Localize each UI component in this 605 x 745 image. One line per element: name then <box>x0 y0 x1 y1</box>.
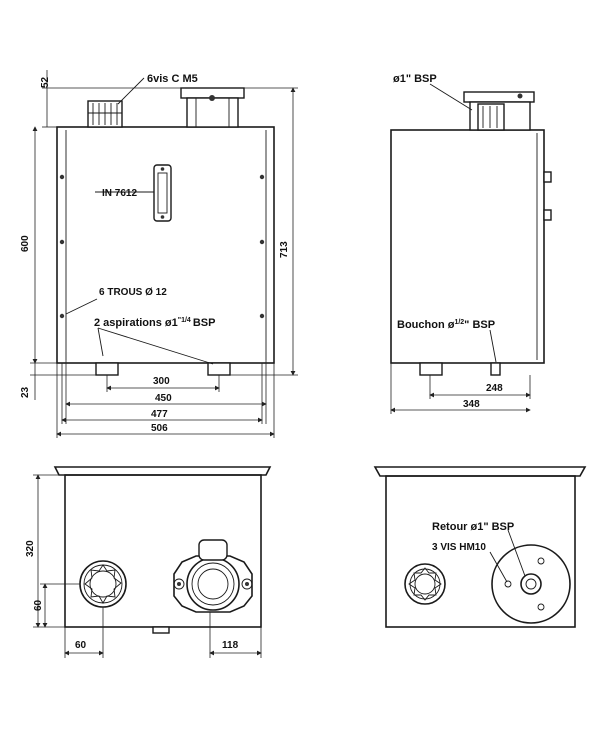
dim-320: 320 <box>25 540 36 557</box>
dim-713: 713 <box>279 241 290 258</box>
top-filler-cap <box>79 560 127 608</box>
filler-cap <box>87 100 123 128</box>
dim-118: 118 <box>222 640 239 651</box>
dim-248: 248 <box>486 383 503 394</box>
dim-600: 600 <box>20 235 31 252</box>
dim-477: 477 <box>151 409 168 420</box>
front-view <box>56 77 275 376</box>
side-view <box>390 83 552 376</box>
side-top-filler <box>404 563 446 605</box>
side-suction-outlet <box>419 362 443 376</box>
return-flange <box>180 87 245 128</box>
suction-outlet-left <box>95 362 119 376</box>
top-view <box>53 466 272 634</box>
dim-348: 348 <box>463 399 480 410</box>
side-top-fittings <box>463 91 535 131</box>
top-view-body <box>64 474 262 628</box>
mounting-holes <box>59 174 265 319</box>
side-top-body <box>385 475 576 628</box>
side-tank-body <box>390 129 545 364</box>
return-port-plate <box>491 544 571 624</box>
dim-52: 52 <box>40 76 51 88</box>
dim-450: 450 <box>155 393 172 404</box>
top-view-rim <box>53 466 272 476</box>
top-return-flange <box>173 539 253 613</box>
side-top-rim <box>373 466 587 477</box>
drain-plug <box>490 362 501 376</box>
front-dimensions <box>30 70 298 438</box>
dim-300: 300 <box>153 376 170 387</box>
suction-outlet-right <box>207 362 231 376</box>
side-top-view <box>373 466 587 628</box>
dim-23: 23 <box>20 386 31 398</box>
return-screws-label: 3 VIS HM10 <box>432 542 486 553</box>
dim-60-vertical: 60 <box>33 599 44 611</box>
level-gauge-label: IN 7612 <box>102 188 137 199</box>
dim-506: 506 <box>151 423 168 434</box>
dim-60-horizontal: 60 <box>75 640 87 651</box>
front-tank-body <box>56 126 275 364</box>
return-label: Retour ø1" BSP <box>432 521 514 533</box>
screws-top-label: 6vis C M5 <box>147 73 198 85</box>
filler-label: ø1" BSP <box>393 73 437 85</box>
side-dimensions <box>390 363 531 414</box>
top-view-dimensions <box>33 474 262 658</box>
drain-label: Bouchon ø1/2" BSP <box>397 319 495 331</box>
level-gauge <box>153 164 172 222</box>
mount-holes-label: 6 TROUS Ø 12 <box>99 287 167 298</box>
